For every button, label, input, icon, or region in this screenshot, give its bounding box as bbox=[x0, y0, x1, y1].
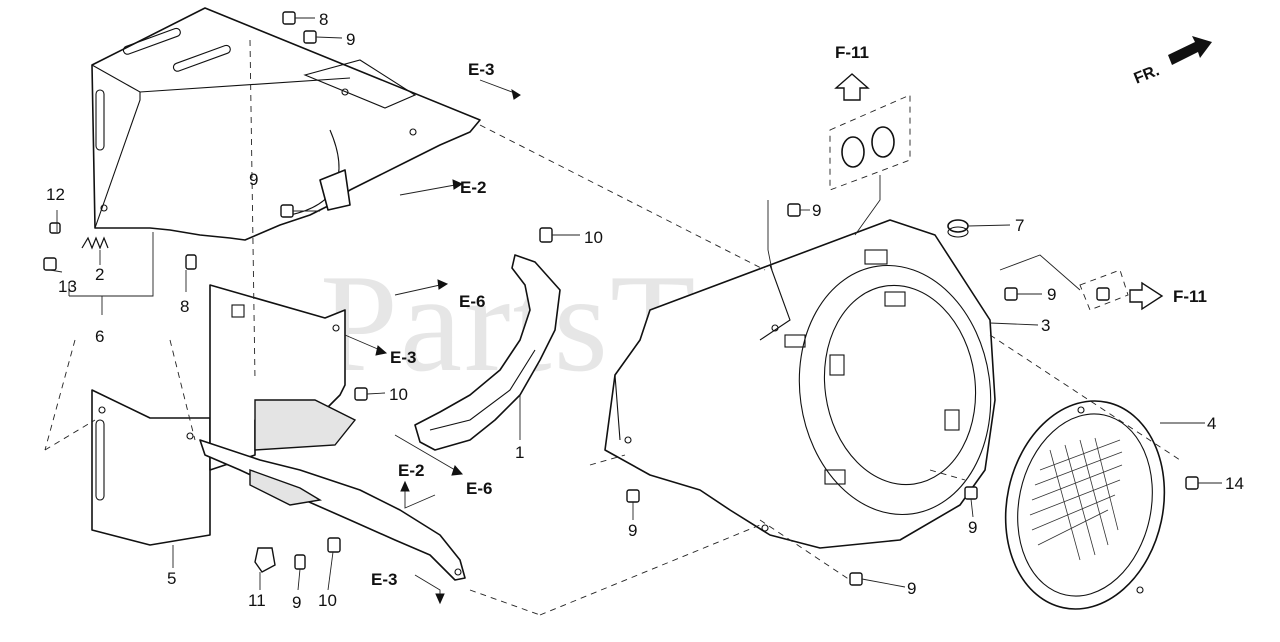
fan-housing bbox=[604, 219, 996, 549]
callout-9: 9 bbox=[812, 201, 821, 220]
ref-e6: E-6 bbox=[459, 292, 485, 311]
front-marker: FR. bbox=[1132, 62, 1162, 87]
callout-11: 11 bbox=[248, 591, 266, 610]
bottom-bracket bbox=[199, 439, 466, 581]
front-direction-arrow bbox=[1168, 36, 1212, 65]
spring bbox=[81, 236, 109, 250]
callout-9: 9 bbox=[628, 521, 637, 540]
callout-5: 5 bbox=[167, 569, 176, 588]
leader-lines bbox=[49, 17, 1222, 591]
callout-4: 4 bbox=[1207, 414, 1216, 433]
callout-3: 3 bbox=[1041, 316, 1050, 335]
callout-numbers: 8 9 9 12 2 13 8 6 10 10 1 5 11 9 10 9 7 … bbox=[46, 10, 1244, 612]
callout-1: 1 bbox=[515, 443, 524, 462]
callout-14: 14 bbox=[1225, 474, 1244, 493]
callout-8: 8 bbox=[180, 297, 189, 316]
ref-e6: E-6 bbox=[466, 479, 492, 498]
callout-12: 12 bbox=[46, 185, 65, 204]
callout-7: 7 bbox=[1015, 216, 1024, 235]
reference-arrows bbox=[344, 79, 521, 605]
callout-9: 9 bbox=[1047, 285, 1056, 304]
f11-right-arrow bbox=[1129, 281, 1164, 311]
callout-8: 8 bbox=[319, 10, 328, 29]
ref-f11: F-11 bbox=[835, 43, 869, 62]
curved-guide bbox=[414, 254, 561, 451]
callout-2: 2 bbox=[95, 265, 104, 284]
callout-13: 13 bbox=[58, 277, 77, 296]
callout-6: 6 bbox=[95, 327, 104, 346]
side-plate bbox=[209, 284, 357, 471]
grommet-part-7 bbox=[947, 219, 969, 238]
ref-e3: E-3 bbox=[371, 570, 397, 589]
ref-e2: E-2 bbox=[398, 461, 424, 480]
reference-labels: E-3 E-2 E-6 E-3 E-2 E-6 E-3 F-11 F-11 bbox=[371, 43, 1207, 589]
ref-e2: E-2 bbox=[460, 178, 486, 197]
screen-grille bbox=[1004, 400, 1166, 610]
callout-9: 9 bbox=[292, 593, 301, 612]
lower-shroud bbox=[91, 389, 211, 546]
callout-9: 9 bbox=[346, 30, 355, 49]
alignment-lines bbox=[44, 39, 1181, 616]
callout-10: 10 bbox=[584, 228, 603, 247]
upper-air-guide bbox=[91, 7, 481, 241]
callout-9: 9 bbox=[968, 518, 977, 537]
callout-10: 10 bbox=[318, 591, 337, 610]
callout-10: 10 bbox=[389, 385, 408, 404]
callout-9: 9 bbox=[907, 579, 916, 598]
f11-up-arrow bbox=[834, 73, 870, 101]
ref-e3: E-3 bbox=[468, 60, 494, 79]
ref-e3: E-3 bbox=[390, 348, 416, 367]
ref-f11: F-11 bbox=[1173, 287, 1207, 306]
f11-grommet-box bbox=[829, 94, 1129, 311]
callout-9: 9 bbox=[249, 170, 258, 189]
